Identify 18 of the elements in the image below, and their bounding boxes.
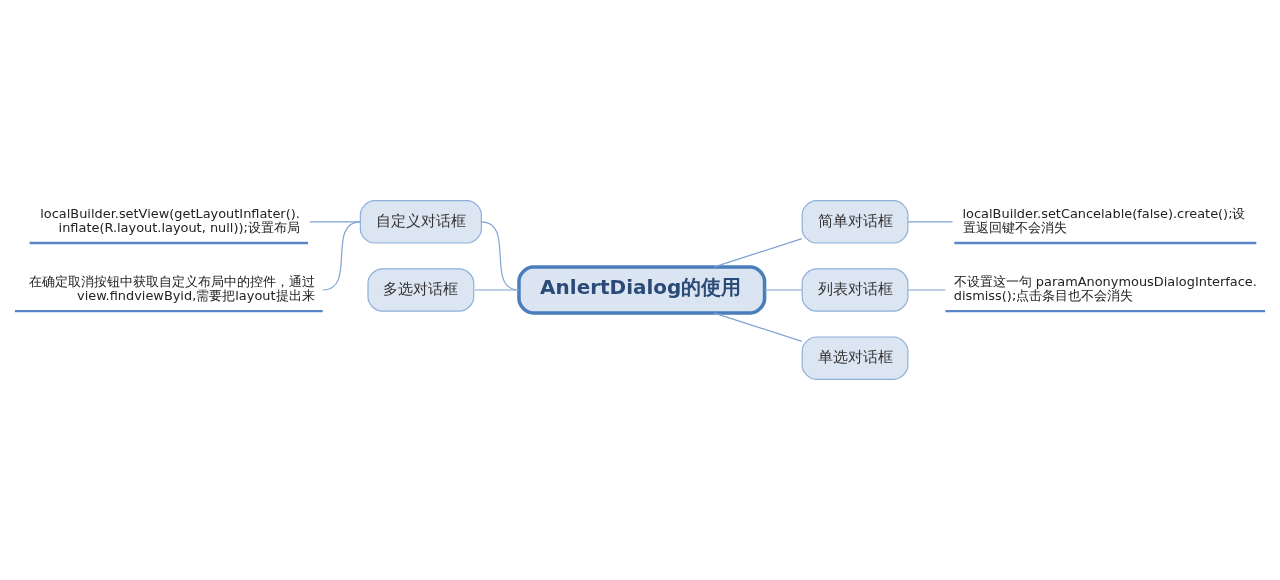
node-box: 自定义对话框 (359, 200, 482, 244)
node-box: AnlertDialog的使用 (517, 265, 767, 315)
node-box: 简单对话框 (801, 200, 909, 244)
connector (474, 289, 520, 291)
connector (713, 238, 803, 268)
node-box: 多选对话框 (367, 268, 475, 312)
node-text: localBuilder.setCancelable(false).create();设置返回键不会消失 (962, 206, 1246, 236)
node-text: 不设置这一句 paramAnonymousDialogInterface.dismiss();点击条目也不会消失 (953, 274, 1257, 304)
connector (322, 221, 361, 291)
connector (907, 289, 947, 291)
connector (764, 289, 803, 291)
connector (309, 221, 361, 223)
connector (713, 312, 803, 342)
node-box: 列表对话框 (801, 268, 909, 312)
node-text: 在确定取消按钮中获取自定义布局中的控件，通过view.findviewByid,需要把layout提出来 (28, 274, 315, 304)
connector (907, 221, 954, 223)
node-text: localBuilder.setView(getLayoutInflater().inflate(R.layout.layout, null));设置布局 (40, 206, 300, 236)
node-box: 单选对话框 (801, 336, 909, 380)
